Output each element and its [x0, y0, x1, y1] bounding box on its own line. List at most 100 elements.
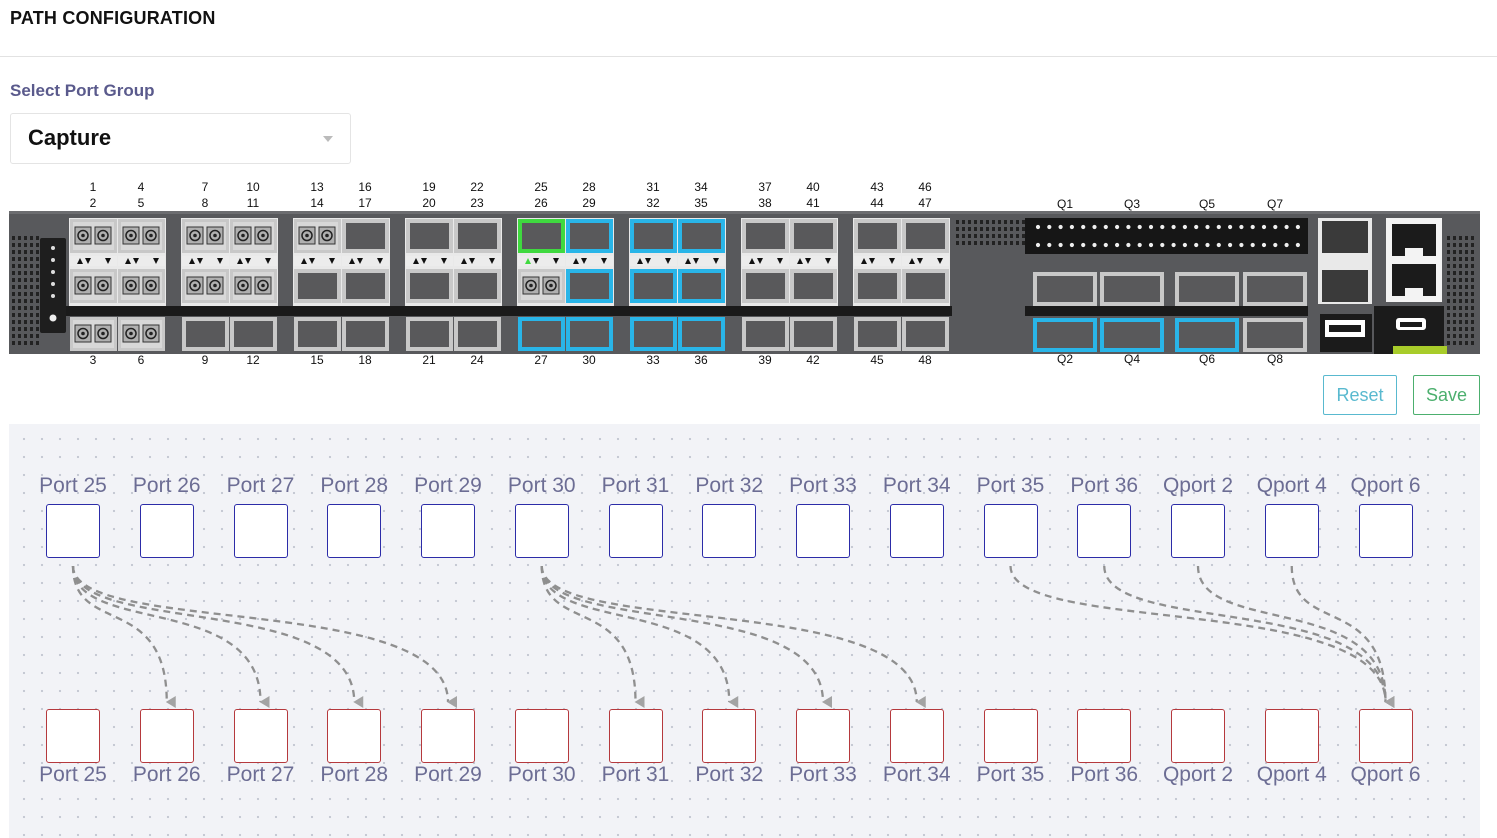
switch-front-panel: 1234567891011121314151617181920212223242…: [9, 180, 1480, 367]
path-link[interactable]: [540, 565, 833, 708]
port-number-label: 43: [870, 180, 884, 194]
destination-node-qport-2[interactable]: [1171, 709, 1225, 763]
source-node-port-29[interactable]: [421, 504, 475, 558]
destination-node-port-25[interactable]: [46, 709, 100, 763]
source-node-label: Port 28: [320, 474, 389, 497]
sfp-port-7: [182, 219, 229, 253]
destination-node-label: Port 36: [1070, 763, 1139, 786]
source-node-qport-6[interactable]: [1358, 504, 1413, 558]
port-number-label: 31: [646, 180, 660, 194]
destination-node-qport-6[interactable]: [1358, 709, 1413, 763]
link-led-indicator: [518, 256, 565, 266]
save-button[interactable]: Save: [1413, 375, 1480, 415]
qsfp-led: [1103, 242, 1108, 248]
source-node-port-33[interactable]: [796, 504, 850, 558]
port-number-label: 37: [758, 180, 772, 194]
link-led-indicator: [182, 256, 229, 266]
path-link[interactable]: [71, 565, 364, 708]
destination-node-port-30[interactable]: [514, 709, 569, 763]
port-number-label: 42: [806, 353, 820, 367]
path-links: [71, 565, 1395, 708]
qsfp-port-Q7: [1243, 272, 1307, 306]
qsfp-led: [1115, 224, 1120, 230]
destination-node-port-36[interactable]: [1077, 709, 1132, 763]
qsfp-led: [1273, 224, 1278, 230]
qsfp-led: [1205, 242, 1210, 248]
source-node-port-32[interactable]: [702, 504, 757, 558]
qsfp-port-Q5: [1175, 272, 1239, 306]
qsfp-led: [1092, 224, 1097, 230]
source-node-port-34[interactable]: [889, 504, 944, 558]
source-node-port-31[interactable]: [608, 504, 663, 558]
source-node-label: Port 36: [1070, 474, 1139, 497]
destination-node-port-31[interactable]: [608, 709, 663, 763]
destination-node-port-29[interactable]: [421, 709, 475, 763]
link-led-indicator: [854, 256, 901, 266]
port-number-label: 21: [422, 353, 436, 367]
path-link[interactable]: [71, 565, 176, 708]
sfp-port-38: [742, 269, 789, 303]
sfp-port-33: [630, 317, 677, 351]
path-link[interactable]: [1103, 565, 1395, 708]
destination-node-port-27[interactable]: [233, 709, 288, 763]
destination-node-port-35[interactable]: [983, 709, 1038, 763]
destination-node-port-34[interactable]: [889, 709, 944, 763]
path-link[interactable]: [71, 565, 270, 708]
port-number-label: 26: [534, 196, 548, 210]
qsfp-label: Q7: [1267, 197, 1283, 211]
qsfp-led: [1069, 242, 1074, 248]
destination-node-qport-4[interactable]: [1264, 709, 1319, 763]
qsfp-led: [1047, 242, 1052, 248]
source-node-port-25[interactable]: [46, 504, 100, 558]
source-node-label: Port 34: [882, 474, 951, 497]
path-link[interactable]: [71, 565, 458, 708]
sfp-port-2: [70, 269, 117, 303]
link-led-indicator: [70, 256, 117, 266]
source-node-port-27[interactable]: [233, 504, 288, 558]
path-link[interactable]: [540, 565, 739, 708]
source-node-port-36[interactable]: [1077, 504, 1132, 558]
qsfp-led: [1295, 224, 1300, 230]
qsfp-led: [1092, 242, 1097, 248]
qsfp-led: [1250, 242, 1255, 248]
source-node-port-26[interactable]: [139, 504, 194, 558]
source-node-port-30[interactable]: [514, 504, 569, 558]
status-led: [51, 246, 55, 250]
sfp-port-29: [566, 269, 613, 303]
path-link[interactable]: [1290, 565, 1395, 708]
source-node-port-28[interactable]: [327, 504, 382, 558]
mgmt-sfp-port: [1322, 221, 1368, 253]
sfp-port-48: [902, 317, 949, 351]
path-link[interactable]: [540, 565, 926, 708]
destination-node-port-28[interactable]: [327, 709, 382, 763]
qsfp-led: [1047, 224, 1052, 230]
destination-node-port-33[interactable]: [796, 709, 850, 763]
path-link[interactable]: [1196, 565, 1395, 708]
port-number-label: 45: [870, 353, 884, 367]
source-node-port-35[interactable]: [983, 504, 1038, 558]
link-led-indicator: [406, 256, 453, 266]
port-group-select[interactable]: Capture: [10, 113, 351, 164]
link-led-indicator: [118, 256, 165, 266]
source-node-qport-4[interactable]: [1264, 504, 1319, 558]
reset-pinhole: [49, 314, 57, 322]
destination-node-port-32[interactable]: [702, 709, 757, 763]
port-number-label: 36: [694, 353, 708, 367]
path-link[interactable]: [540, 565, 645, 708]
source-node-qport-2[interactable]: [1171, 504, 1225, 558]
qsfp-led: [1273, 242, 1278, 248]
port-number-label: 14: [310, 196, 324, 210]
qsfp-port-Q8: [1243, 318, 1307, 352]
destination-node-port-26[interactable]: [139, 709, 194, 763]
destination-node-label: Port 25: [39, 763, 107, 786]
qsfp-led: [1103, 224, 1108, 230]
reset-button[interactable]: Reset: [1323, 375, 1397, 415]
path-link[interactable]: [1009, 565, 1395, 708]
sfp-port-23: [454, 269, 501, 303]
source-node-label: Port 29: [414, 474, 482, 497]
qsfp-led: [1126, 242, 1131, 248]
qsfp-led: [1081, 224, 1086, 230]
destination-node-label: Port 29: [414, 763, 482, 786]
sfp-port-26: [518, 269, 565, 303]
